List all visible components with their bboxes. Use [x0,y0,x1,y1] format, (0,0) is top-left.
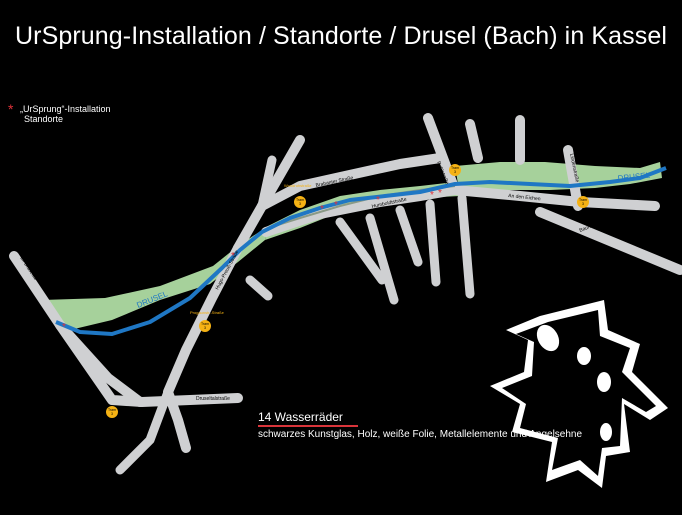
tram-stop-5-number: 3 [111,412,113,416]
installation-caption: 14 Wasserräder schwarzes Kunstglas, Holz… [258,410,582,440]
caption-details: schwarzes Kunstglas, Holz, weiße Folie, … [258,429,583,440]
road-side-b [365,213,399,305]
road-side-a [335,217,387,285]
street-label-lindenstrasse: Lindenstraße [568,153,580,183]
tram-stop-5: Tram 3 [106,406,118,418]
tram-stop-4-number: 3 [204,326,206,330]
tram-stop-1: Tram 3 [294,196,306,208]
road-humboldt [261,185,460,237]
installation-marker: * [320,204,324,215]
installation-marker: * [376,195,380,206]
tram-stops: Tram 3 Tram 3 Tram 3 Tram 3 Tram 3 [106,164,589,418]
tram-stop-2-number: 3 [454,170,456,174]
installation-marker: * [231,251,235,262]
tram-stop-2-label: Tram [451,166,459,170]
park-area-east [455,162,662,196]
drusel-river [55,166,667,336]
installation-marker: * [62,322,66,333]
tram-stop-5-label: Tram [108,408,116,412]
road-lower-left [115,387,173,475]
tram-stop-2: Tram 3 [449,164,461,176]
road-north-west [257,155,277,211]
tram-stop-1-label: Tram [296,198,304,202]
road-an-den-eichen [450,185,660,211]
street-label-woodruhe: Woodruhstraße [284,183,312,188]
street-label-drusel: Druseltalstraße [196,396,230,402]
tram-stop-3-number: 3 [582,202,584,206]
installation-marker: * [430,190,434,201]
street-label-an-den-eichen: An den Eichen [508,193,541,202]
river-label-east: DRUSEL [617,171,651,183]
road-hugo-preuss [163,243,243,453]
road-north-1 [465,119,483,163]
tram-stop-3-label: Tram [579,198,587,202]
legend-label-line1: „UrSprung“-Installation [20,104,111,114]
tram-stop-1-number: 3 [299,202,301,206]
roads [9,113,682,475]
installation-marker: * [438,188,442,199]
road-spur [245,275,273,301]
road-druseltal-lower [55,320,243,407]
tram-stop-4-label: Tram [201,322,209,326]
ursprung-logo [490,300,668,488]
road-lindenstrasse [563,145,583,211]
installation-marker: * [334,200,338,211]
caption-underline [258,425,358,427]
legend-text: „UrSprung“-Installation Standorte [20,104,150,124]
road-side-e [457,193,475,299]
legend-label-line2: Standorte [24,114,64,124]
park-area-west [42,226,268,330]
legend-marker-icon: * [8,101,14,117]
road-side-c [395,205,423,267]
street-label-progaunstrasse: Progaunstr.-Straße [190,310,225,315]
road-baunsberg [535,207,682,275]
road-side-d [425,199,441,287]
tram-stop-4: Tram 3 [199,320,211,332]
road-brabanter [257,153,445,211]
road-ruhl [423,113,460,195]
installation-markers: * * * * * * * [62,188,442,333]
tram-stop-3: Tram 3 [577,196,589,208]
caption-headline: 14 Wasserräder [258,410,343,424]
page-title: UrSprung-Installation / Standorte / Drus… [14,22,668,50]
